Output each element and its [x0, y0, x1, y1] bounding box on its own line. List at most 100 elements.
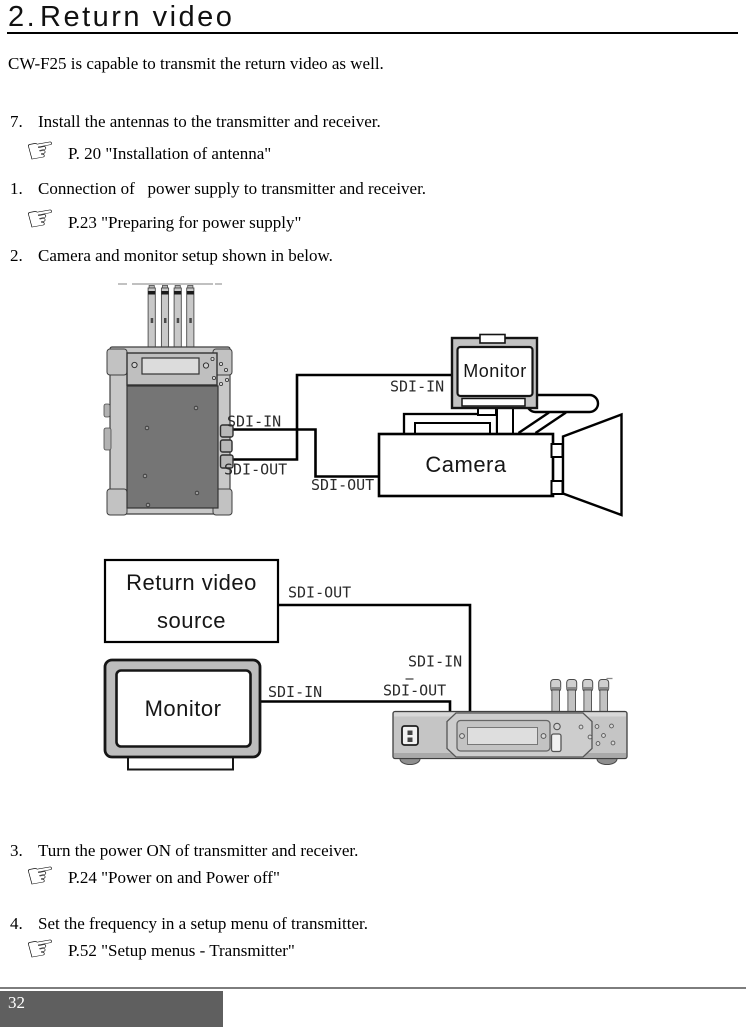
step-item: 7. Install the antennas to the transmitt… — [0, 112, 746, 132]
camera-illustration: Camera — [377, 393, 623, 517]
section-number: 2. — [8, 1, 38, 33]
aux-port — [219, 439, 233, 453]
reference-text: P.23 "Preparing for power supply" — [68, 213, 302, 232]
antenna — [173, 285, 182, 351]
page-number: 32 — [8, 993, 25, 1012]
source-box-outline — [103, 558, 280, 644]
step-item: 4. Set the frequency in a setup menu of … — [0, 914, 746, 934]
transmitter-antennas — [147, 285, 195, 351]
monitor-stand — [127, 756, 234, 771]
monitor-screen — [115, 669, 252, 748]
handle-strut — [534, 411, 567, 434]
antenna — [566, 679, 578, 714]
sdi-ports — [219, 424, 234, 469]
sdi-out-port — [219, 454, 234, 469]
step-number: 7. — [10, 112, 23, 131]
label-source-sdi-out: SDI-OUT — [288, 584, 351, 602]
panel-screws — [142, 405, 200, 508]
step-text: Camera and monitor setup shown in below. — [38, 246, 333, 265]
camera-box — [377, 432, 555, 498]
return-video-source-box: Return video source — [103, 558, 280, 644]
monitor-mount-post — [496, 407, 514, 436]
switch-mark — [407, 730, 413, 735]
sdi-in-port — [219, 424, 234, 438]
receiver-button — [550, 733, 562, 753]
source-label-line1: Return video — [126, 570, 257, 595]
label-receiver-sdi-in: SDI-IN — [408, 653, 462, 671]
antenna — [186, 285, 195, 351]
label-monitor-sdi-in: SDI-IN — [390, 378, 444, 396]
step-item: 2. Camera and monitor setup shown in bel… — [0, 246, 746, 266]
monitor-top-clip — [479, 333, 506, 344]
diagram-receiver-monitor: Return video source Monitor — [103, 558, 628, 771]
reference-line: P.24 "Power on and Power off" — [0, 868, 746, 888]
screw — [202, 362, 210, 369]
footer-rule — [0, 987, 746, 989]
reference-line: P.52 "Setup menus - Transmitter" — [0, 941, 746, 961]
label-receiver-sdi-out: SDI-OUT — [383, 682, 446, 700]
step-number: 4. — [10, 914, 23, 933]
antenna — [160, 285, 170, 351]
label-transmitter-sdi-out: SDI-OUT — [224, 461, 287, 479]
monitor-label: Monitor — [463, 361, 527, 381]
step-text: Connection of power supply to transmitte… — [38, 179, 427, 198]
reference-text: P. 20 "Installation of antenna" — [68, 144, 272, 163]
lens-mount-tab — [550, 480, 564, 495]
heading-rule — [7, 32, 738, 34]
reference-text: P.52 "Setup menus - Transmitter" — [68, 941, 295, 960]
transmitter-side-nubs — [103, 403, 112, 451]
camera-label: Camera — [425, 452, 507, 477]
step-number: 2. — [10, 246, 23, 265]
receiver-display — [467, 727, 538, 745]
monitor-label: Monitor — [145, 696, 222, 721]
label-camera-sdi-out: SDI-OUT — [311, 476, 374, 494]
transmitter-corner-brackets — [106, 348, 233, 516]
step-item: 1. Connection of power supply to transmi… — [0, 179, 746, 199]
reference-line: P.23 "Preparing for power supply" — [0, 213, 746, 233]
camera-lens-icon — [561, 412, 623, 517]
antenna — [598, 679, 610, 714]
handle-strut — [517, 411, 550, 434]
antenna — [147, 285, 156, 351]
page-title: Return video — [40, 1, 235, 33]
transmitter-display — [141, 357, 200, 375]
step-text: Turn the power ON of transmitter and rec… — [38, 841, 359, 860]
diagram-transmitter-camera: Camera Monitor SDI-IN SDI-OUT SDI-IN SDI… — [103, 283, 623, 517]
transmitter-front-panel — [126, 385, 219, 509]
receiver-illustration — [392, 677, 628, 765]
reference-text: P.24 "Power on and Power off" — [68, 868, 280, 887]
monitor-screen — [456, 345, 534, 398]
monitor-bottom-strip — [461, 397, 526, 407]
power-switch — [401, 725, 419, 746]
indicator-led — [553, 722, 561, 731]
screw — [131, 361, 138, 369]
step-number: 3. — [10, 841, 23, 860]
antenna — [550, 679, 562, 714]
screw — [540, 733, 547, 739]
antenna — [582, 679, 594, 714]
wire-source-to-receiver — [278, 603, 472, 712]
step-number: 1. — [10, 179, 23, 198]
label-transmitter-sdi-in: SDI-IN — [227, 413, 281, 431]
transmitter-illustration — [103, 285, 234, 516]
intro-paragraph: CW-F25 is capable to transmit the return… — [8, 54, 384, 73]
receiver-antennas — [550, 679, 610, 714]
wire-receiver-to-monitor — [260, 700, 452, 712]
connector-dots — [210, 356, 229, 386]
screw — [459, 733, 465, 739]
step-text: Set the frequency in a setup menu of tra… — [38, 914, 368, 933]
source-label-line2: source — [157, 608, 226, 633]
wire-sdiout-to-monitor — [233, 373, 453, 461]
reference-line: P. 20 "Installation of antenna" — [0, 144, 746, 164]
switch-mark — [407, 737, 413, 742]
connector-dots — [578, 723, 616, 746]
camera-monitor-illustration: Monitor — [450, 333, 539, 410]
lens-mount-tab — [550, 443, 564, 458]
footer-bar: 32 — [0, 991, 223, 1027]
step-item: 3. Turn the power ON of transmitter and … — [0, 841, 746, 861]
external-monitor-illustration: Monitor — [103, 658, 262, 771]
label-monitor-sdi-in: SDI-IN — [268, 683, 322, 701]
wire-sdiin-to-camera — [233, 428, 380, 478]
